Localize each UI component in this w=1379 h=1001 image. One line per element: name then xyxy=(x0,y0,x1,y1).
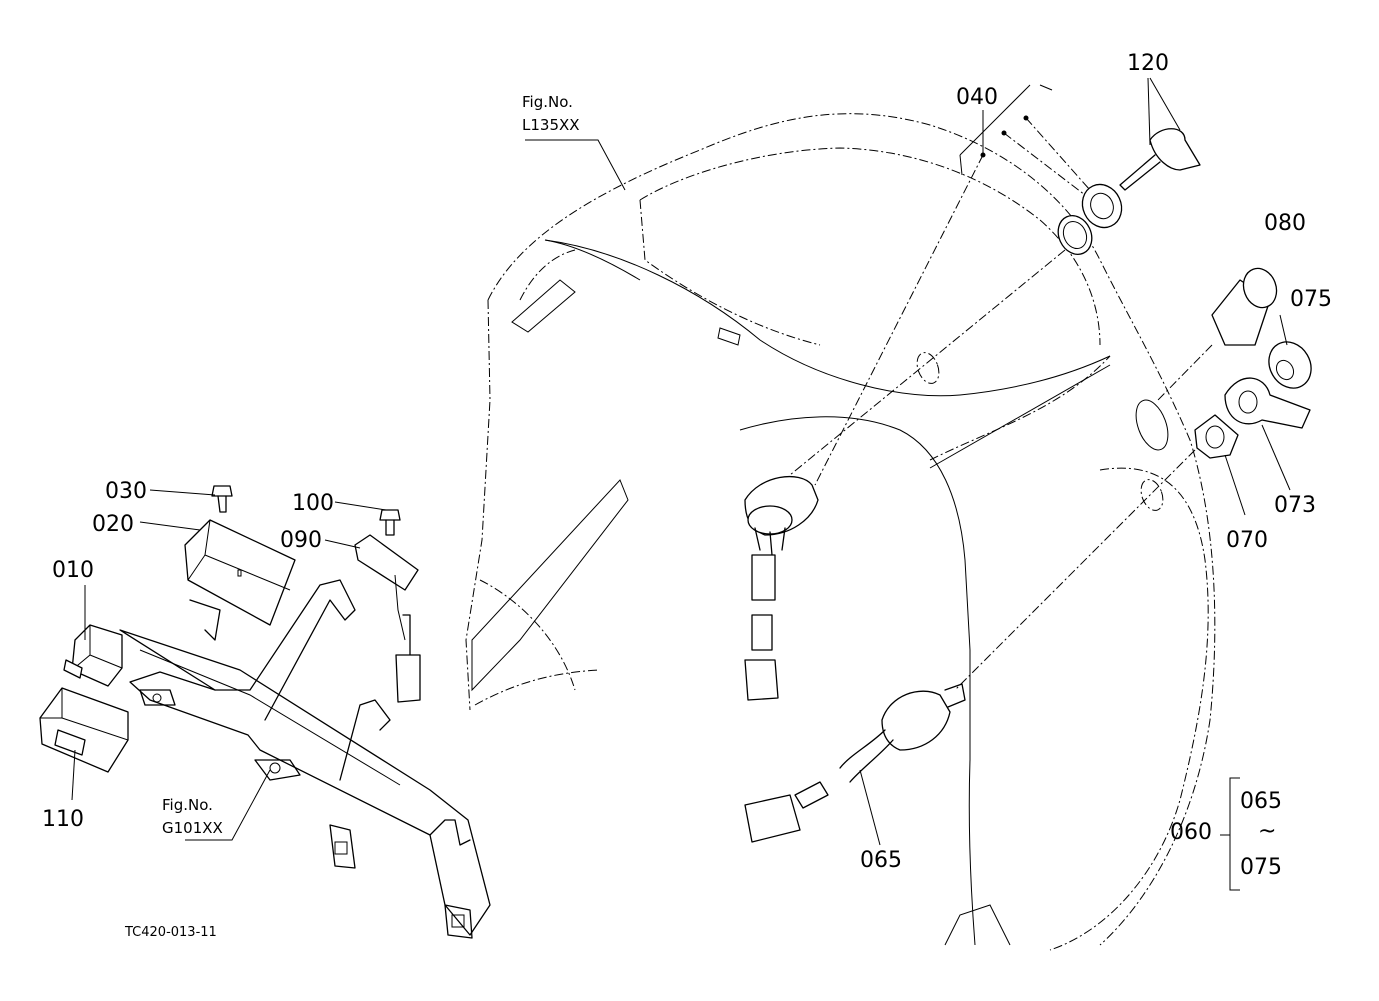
cover-020 xyxy=(184,519,296,626)
bezel-040 xyxy=(980,115,1123,255)
callout-073: 073 xyxy=(1274,493,1316,518)
leader-lines xyxy=(71,77,1291,891)
callout-075: 075 xyxy=(1290,287,1332,312)
callout-120: 120 xyxy=(1127,51,1169,76)
fender-cowl xyxy=(465,113,1216,951)
mounting-bracket xyxy=(119,579,491,939)
fig-ref-bracket-line1: Fig.No. xyxy=(162,796,213,814)
fig-ref-fender-line2: L135XX xyxy=(522,116,580,134)
nut-070 xyxy=(1194,414,1239,459)
fig-ref-fender-line1: Fig.No. xyxy=(522,93,573,111)
range-separator: ~ xyxy=(1258,819,1276,844)
keys-120 xyxy=(1119,128,1201,191)
callout-065: 065 xyxy=(860,848,902,873)
relay-110 xyxy=(39,687,129,773)
callout-070: 070 xyxy=(1226,528,1268,553)
callout-060: 060 xyxy=(1170,820,1212,845)
ignition-switch xyxy=(744,475,819,701)
bolt-030 xyxy=(211,485,233,513)
callout-110: 110 xyxy=(42,807,84,832)
sensor-065 xyxy=(744,683,966,843)
range-from: 065 xyxy=(1240,789,1282,814)
callout-030: 030 xyxy=(105,479,147,504)
fig-ref-bracket-line2: G101XX xyxy=(162,819,223,837)
callout-100: 100 xyxy=(292,491,334,516)
switch-080 xyxy=(1211,267,1278,346)
callout-010: 010 xyxy=(52,558,94,583)
bolt-100 xyxy=(379,509,401,536)
callout-040: 040 xyxy=(956,85,998,110)
range-to: 075 xyxy=(1240,855,1282,880)
callout-020: 020 xyxy=(92,512,134,537)
labels: Fig.No. L135XX Fig.No. G101XX 030 020 01… xyxy=(42,51,1332,940)
callout-090: 090 xyxy=(280,528,322,553)
callout-080: 080 xyxy=(1264,211,1306,236)
switch-090 xyxy=(354,534,421,703)
lever-073 xyxy=(1224,377,1311,429)
drawing-code: TC420-013-11 xyxy=(124,925,217,940)
knob-075 xyxy=(1268,341,1312,389)
relay-010 xyxy=(63,624,123,687)
